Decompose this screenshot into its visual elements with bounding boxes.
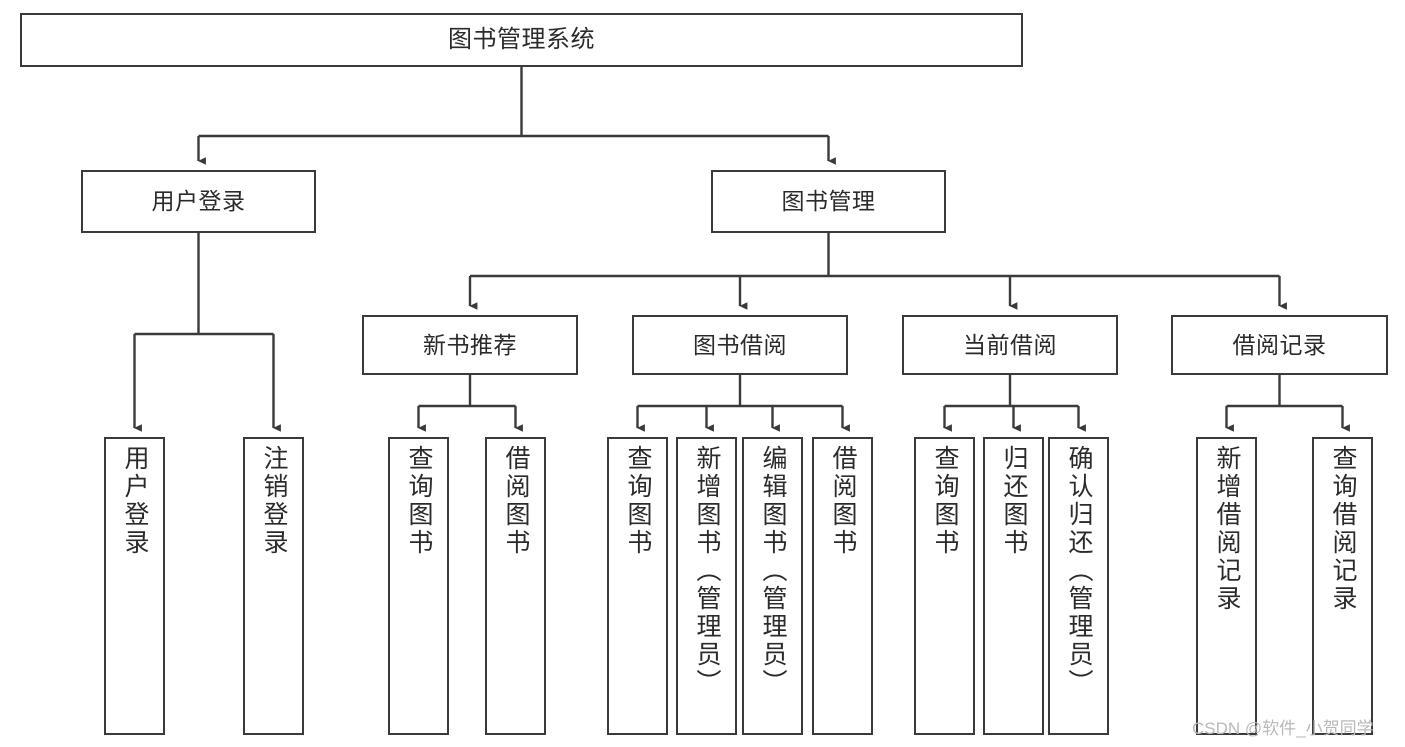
node-new-book-rec[interactable]: 新书推荐: [362, 315, 578, 375]
node-leaf-bb-add[interactable]: 新增图书（管理员）: [676, 437, 737, 735]
node-current-borrow[interactable]: 当前借阅: [902, 315, 1118, 375]
node-label-leaf-cb-query: 查询图书: [931, 445, 959, 557]
node-leaf-cb-confirm[interactable]: 确认归还（管理员）: [1048, 437, 1109, 735]
node-label-leaf-bb-query: 查询图书: [624, 445, 652, 557]
node-borrow-record[interactable]: 借阅记录: [1171, 315, 1388, 375]
node-label-leaf-cb-return: 归还图书: [1000, 445, 1028, 557]
node-leaf-user-logout[interactable]: 注销登录: [243, 437, 304, 735]
node-leaf-nbr-borrow[interactable]: 借阅图书: [485, 437, 546, 735]
node-label-leaf-user-login: 用户登录: [121, 445, 149, 557]
node-label-new-book-rec: 新书推荐: [423, 331, 517, 358]
node-label-book-borrow: 图书借阅: [693, 331, 787, 358]
node-label-leaf-bb-borrow: 借阅图书: [829, 445, 857, 557]
node-root[interactable]: 图书管理系统: [20, 13, 1023, 67]
node-leaf-cb-query[interactable]: 查询图书: [914, 437, 975, 735]
node-leaf-nbr-query[interactable]: 查询图书: [388, 437, 449, 735]
node-label-root: 图书管理系统: [448, 26, 595, 54]
node-label-borrow-record: 借阅记录: [1232, 331, 1327, 358]
node-label-leaf-nbr-query: 查询图书: [405, 445, 433, 557]
node-label-leaf-bb-edit: 编辑图书（管理员）: [759, 445, 787, 697]
node-label-leaf-br-add: 新增借阅记录: [1213, 445, 1241, 613]
node-leaf-user-login[interactable]: 用户登录: [104, 437, 165, 735]
node-leaf-bb-edit[interactable]: 编辑图书（管理员）: [742, 437, 803, 735]
node-label-leaf-nbr-borrow: 借阅图书: [502, 445, 530, 557]
node-book-borrow[interactable]: 图书借阅: [632, 315, 848, 375]
node-leaf-br-query[interactable]: 查询借阅记录: [1312, 437, 1373, 735]
node-user-login[interactable]: 用户登录: [81, 170, 316, 233]
node-leaf-cb-return[interactable]: 归还图书: [983, 437, 1044, 735]
node-label-user-login: 用户登录: [151, 188, 246, 215]
connector-lines: [133, 67, 1350, 432]
node-label-leaf-user-logout: 注销登录: [260, 445, 288, 557]
node-label-current-borrow: 当前借阅: [963, 331, 1057, 358]
node-leaf-br-add[interactable]: 新增借阅记录: [1196, 437, 1257, 735]
node-label-book-manage: 图书管理: [781, 188, 876, 215]
node-book-manage[interactable]: 图书管理: [711, 170, 946, 233]
node-leaf-bb-borrow[interactable]: 借阅图书: [812, 437, 873, 735]
node-label-leaf-bb-add: 新增图书（管理员）: [693, 445, 721, 697]
node-leaf-bb-query[interactable]: 查询图书: [607, 437, 668, 735]
node-label-leaf-cb-confirm: 确认归还（管理员）: [1065, 445, 1093, 697]
node-label-leaf-br-query: 查询借阅记录: [1329, 445, 1357, 613]
